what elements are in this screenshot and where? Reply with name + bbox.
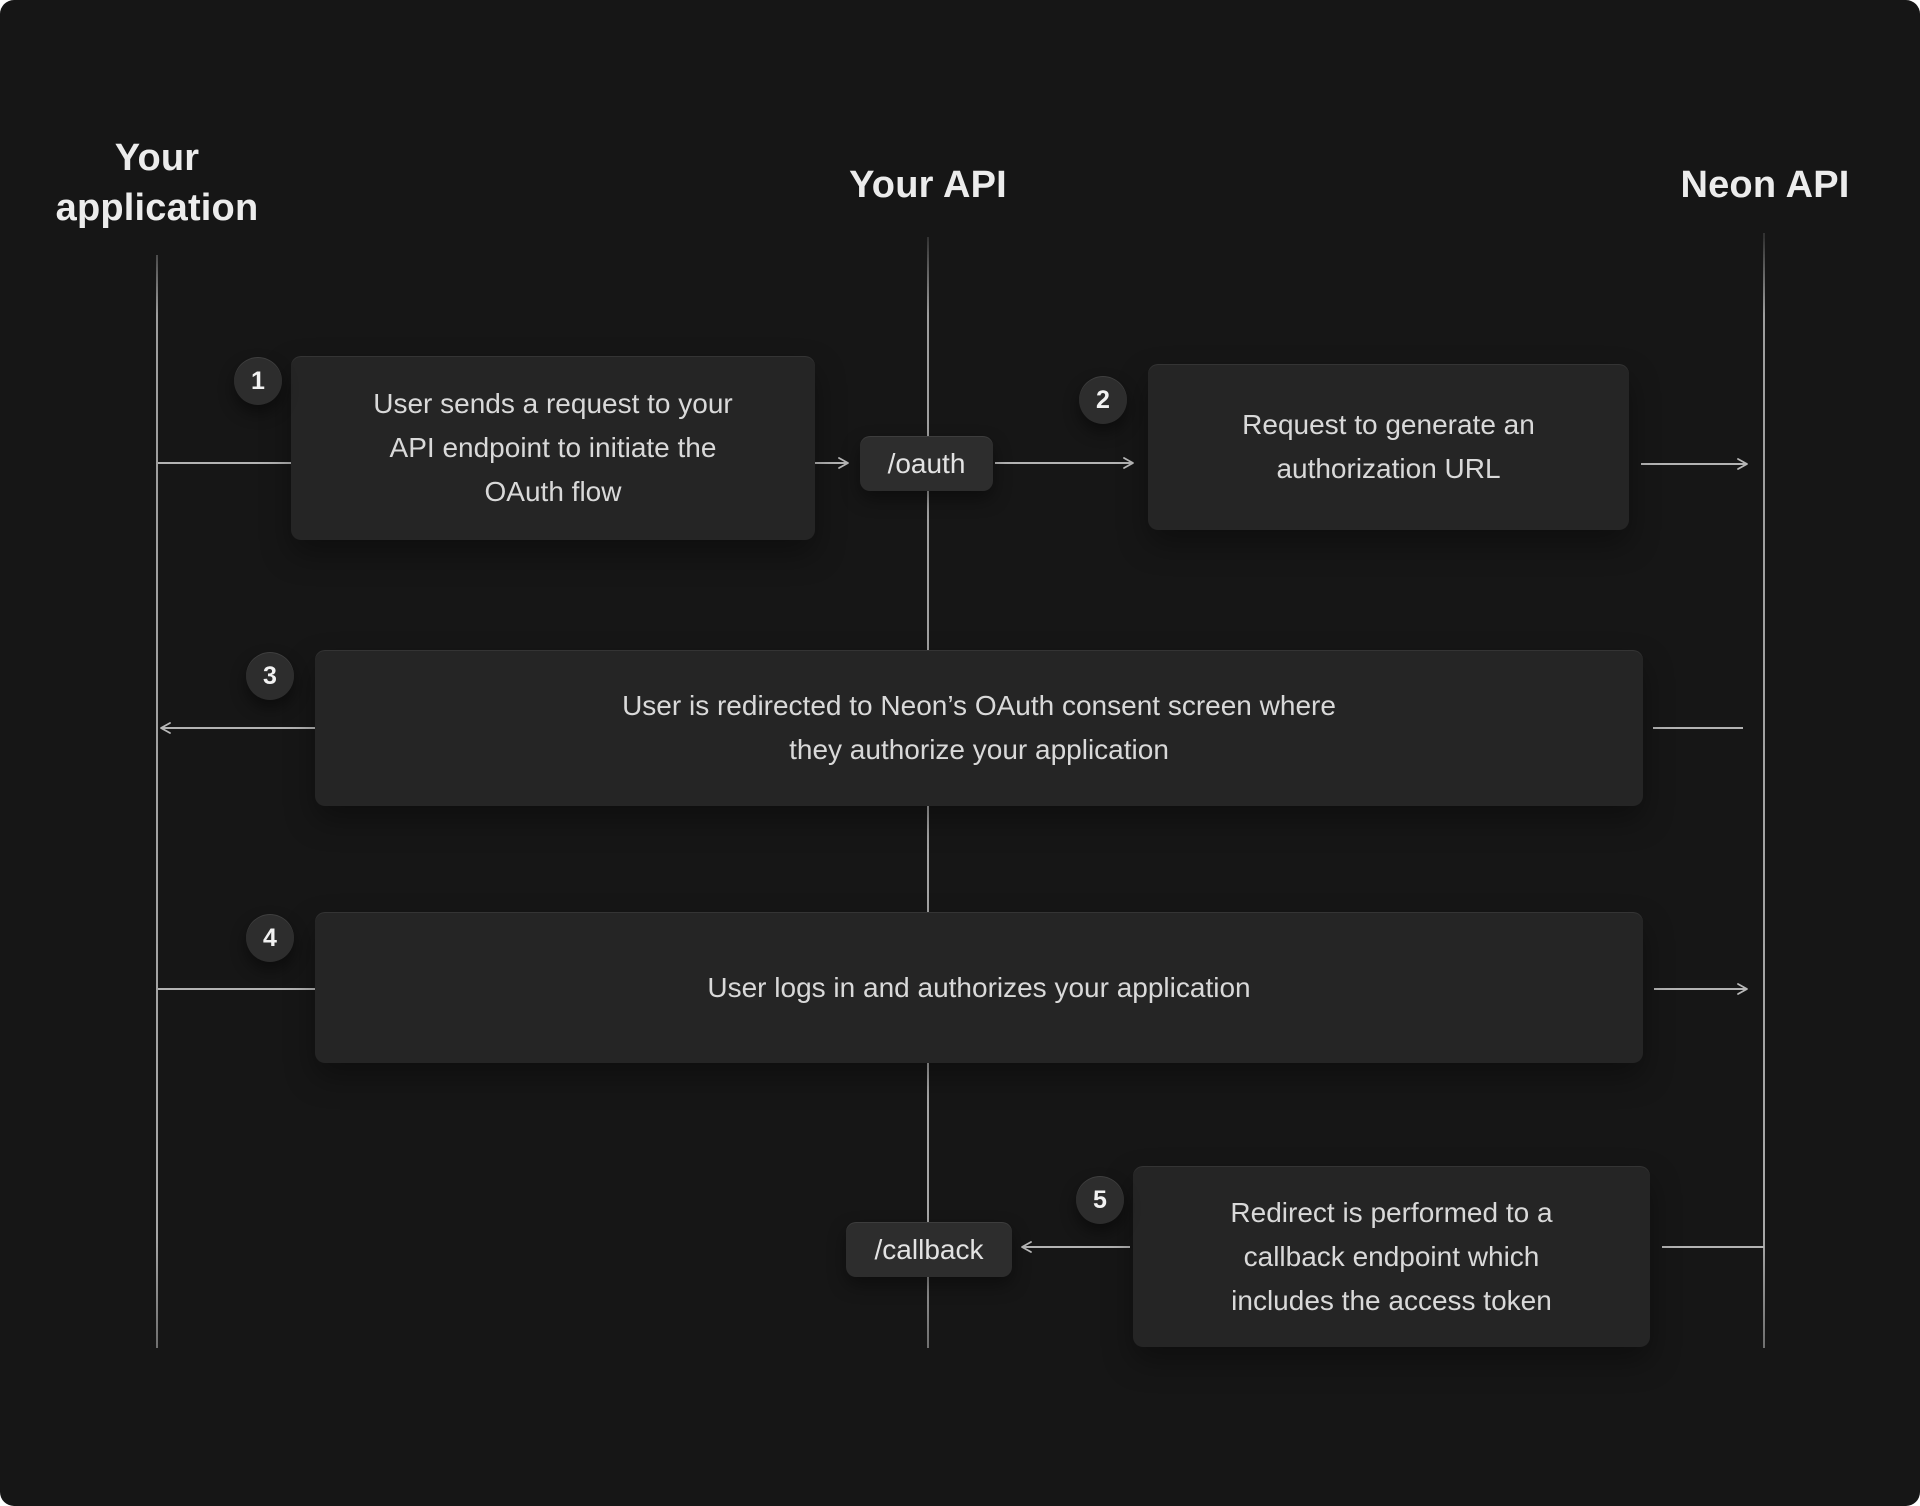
endpoint-chip-callback: /callback [846, 1222, 1012, 1277]
lane-label-your-api: Your API [849, 164, 1007, 206]
step-3-note-line: they authorize your application [789, 734, 1169, 765]
step-3-note-line: User is redirected to Neon’s OAuth conse… [622, 690, 1336, 721]
lane-label-your-application: Your application [55, 137, 259, 229]
step-1-note-line: API endpoint to initiate the [389, 432, 717, 463]
step-5-number-badge: 5 [1076, 1176, 1124, 1224]
step-1-note: User sends a request to your API endpoin… [291, 356, 815, 540]
lane-label-neon-api: Neon API [1680, 164, 1850, 206]
step-4-note-line: User logs in and authorizes your applica… [707, 971, 1251, 1003]
step-1-note-line: User sends a request to your [373, 388, 733, 419]
step-2-note-line: Request to generate an [1242, 409, 1535, 440]
endpoint-chip-oauth: /oauth [860, 436, 993, 491]
step-4-number-badge: 4 [246, 914, 294, 962]
step-4-note: User logs in and authorizes your applica… [315, 912, 1643, 1063]
step-2-note: Request to generate an authorization URL [1148, 364, 1629, 530]
step-1-note-line: OAuth flow [484, 476, 622, 507]
step-5-note-line: Redirect is performed to a [1230, 1196, 1553, 1228]
step-1-number-badge: 1 [234, 357, 282, 405]
step-5-note: Redirect is performed to a callback endp… [1133, 1166, 1650, 1347]
step-5-note-line: includes the access token [1231, 1284, 1552, 1316]
step-3-note: User is redirected to Neon’s OAuth conse… [315, 650, 1643, 806]
step-2-number-badge: 2 [1079, 376, 1127, 424]
step-5-note-line: callback endpoint which [1243, 1240, 1540, 1272]
step-2-note-line: authorization URL [1276, 453, 1501, 484]
step-3-number-badge: 3 [246, 652, 294, 700]
